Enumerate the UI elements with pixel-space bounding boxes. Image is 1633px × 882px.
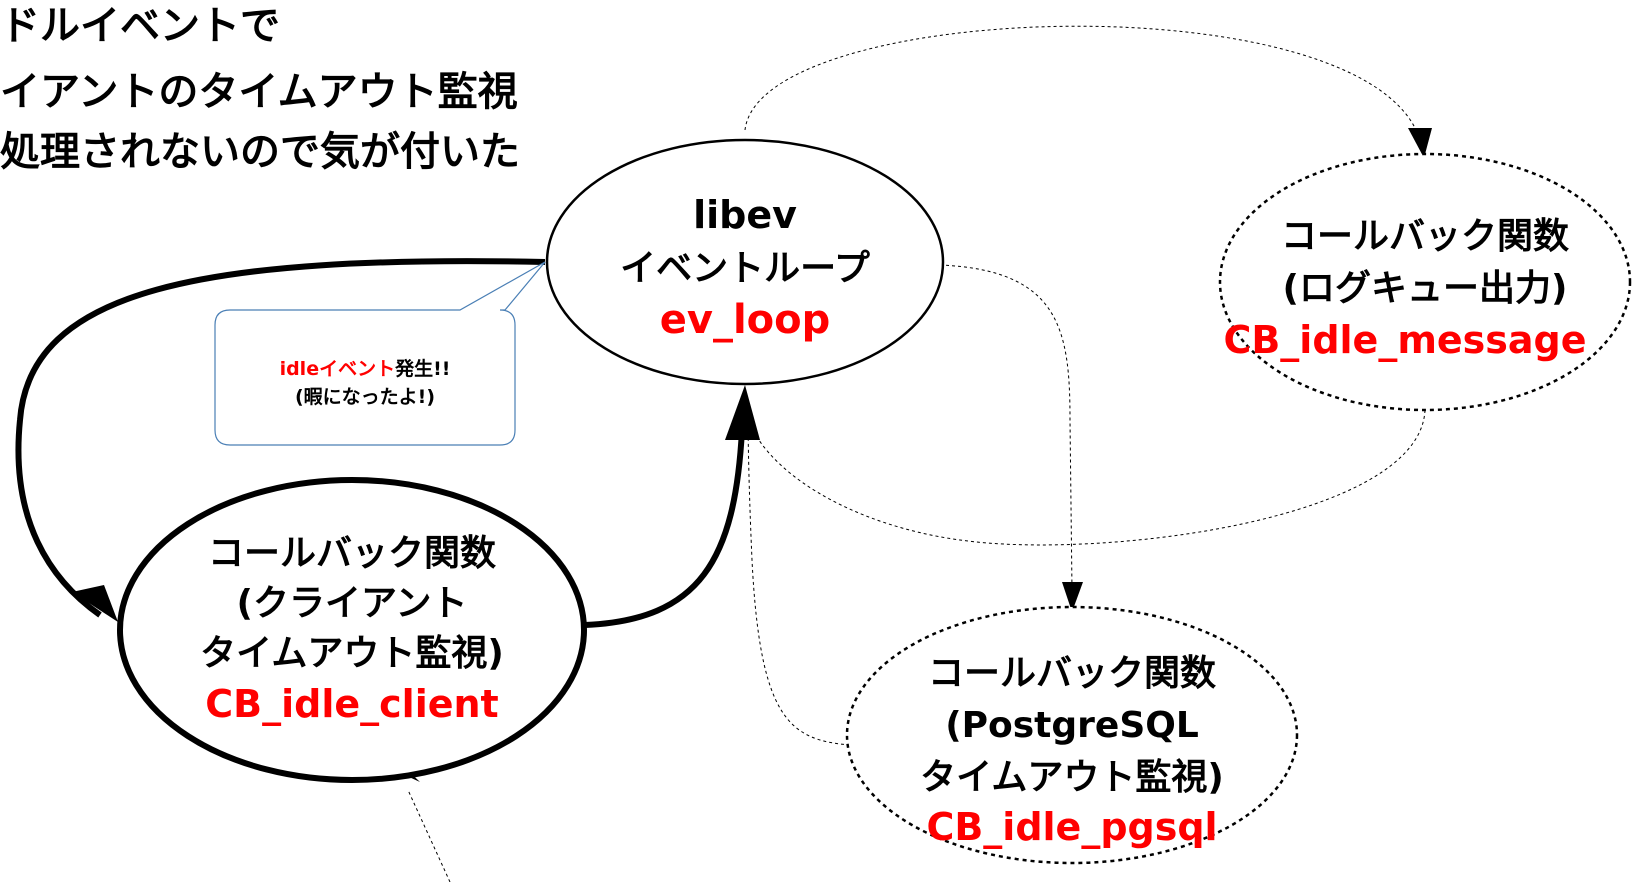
thick-arc-loop-to-client — [15, 258, 546, 618]
title-line-1: ドルイベントで — [0, 3, 280, 49]
arrowhead-to-pgsql — [1062, 582, 1083, 612]
client-line2: (クライアント — [236, 583, 467, 624]
callout-text: idleイベント発生!! (暇になったよ!) — [225, 356, 505, 411]
client-line1: コールバック関数 — [208, 533, 496, 574]
node-cb-idle-client — [117, 477, 587, 783]
thick-arrowhead-to-loop — [725, 385, 760, 440]
callout-event: idleイベント — [279, 358, 396, 380]
pgsql-name: CB_idle_pgsql — [926, 805, 1217, 849]
ev-loop-line2: イベントループ — [620, 248, 870, 289]
pgsql-line3: タイムアウト監視) — [920, 757, 1224, 798]
client-line3: タイムアウト監視) — [200, 633, 504, 674]
node-cb-idle-message — [1218, 152, 1632, 412]
arc-bottom-to-client — [407, 789, 451, 882]
node-cb-idle-pgsql — [845, 605, 1299, 865]
callout-sub: (暇になったよ!) — [294, 385, 436, 408]
title-line-2: イアントのタイムアウト監視 — [0, 69, 518, 115]
thick-arc-client-to-loop — [584, 429, 745, 628]
message-line2: (ログキュー出力) — [1283, 268, 1568, 309]
node-ev-loop — [545, 138, 945, 386]
callout-bubble — [214, 261, 546, 446]
arrowhead-to-message — [1408, 128, 1432, 158]
ev-loop-name: ev_loop — [660, 297, 831, 343]
thick-arrowhead-to-client — [72, 585, 118, 622]
callout-occurred: 発生!! — [395, 358, 451, 380]
arc-pgsql-to-loop — [747, 409, 851, 746]
arc-loop-to-pgsql — [939, 264, 1073, 591]
pgsql-line2: (PostgreSQL — [945, 705, 1199, 746]
ev-loop-line1: libev — [693, 193, 797, 237]
message-line1: コールバック関数 — [1281, 216, 1569, 257]
pgsql-line1: コールバック関数 — [928, 653, 1216, 694]
arc-loop-to-message — [744, 25, 1421, 141]
client-name: CB_idle_client — [205, 682, 498, 726]
arc-message-to-loop — [744, 409, 1426, 546]
message-name: CB_idle_message — [1223, 318, 1586, 362]
title-line-3: 処理されないので気が付いた — [0, 129, 520, 175]
